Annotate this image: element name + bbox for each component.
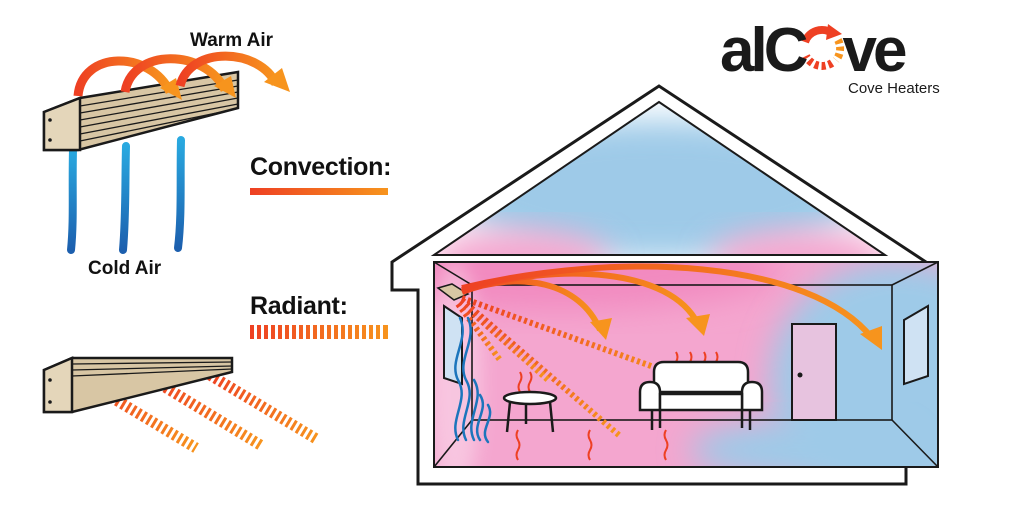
brand-o-icon [801, 24, 845, 70]
door [791, 323, 837, 421]
brand-name-suffix: ve [842, 16, 907, 85]
brand-tagline: Cove Heaters [848, 80, 940, 97]
warm-air-arc [73, 56, 175, 97]
warm-air-label: Warm Air [190, 30, 274, 51]
cold-air-stream [174, 136, 185, 252]
radiant-ray [202, 367, 321, 445]
convection-label: Convection: [250, 153, 392, 181]
right-window [903, 304, 929, 386]
radiant-heater [42, 356, 321, 453]
convection-legend-bar [250, 188, 388, 195]
sofa [638, 360, 764, 430]
brand-name-prefix: alC [720, 16, 809, 85]
cold-air-label: Cold Air [88, 258, 162, 279]
room-radiant-rays [455, 295, 692, 439]
cold-air-stream [119, 142, 130, 254]
convection-heater [42, 51, 290, 254]
warm-air-arc [120, 54, 230, 94]
left-window [443, 304, 463, 386]
cold-air-stream [67, 146, 77, 254]
brand-logo: alC ve Cove Heaters [720, 16, 950, 106]
room-convection-arcs [460, 263, 882, 350]
room-cold-air [454, 316, 492, 444]
house [390, 84, 939, 486]
radiant-label: Radiant: [250, 292, 348, 320]
cove-heater [436, 283, 470, 301]
radiant-ray [147, 373, 265, 451]
brand-name: alC ve [720, 16, 907, 86]
warm-air-arc [175, 51, 281, 88]
side-table [502, 390, 558, 433]
radiant-legend-bar [250, 325, 388, 339]
